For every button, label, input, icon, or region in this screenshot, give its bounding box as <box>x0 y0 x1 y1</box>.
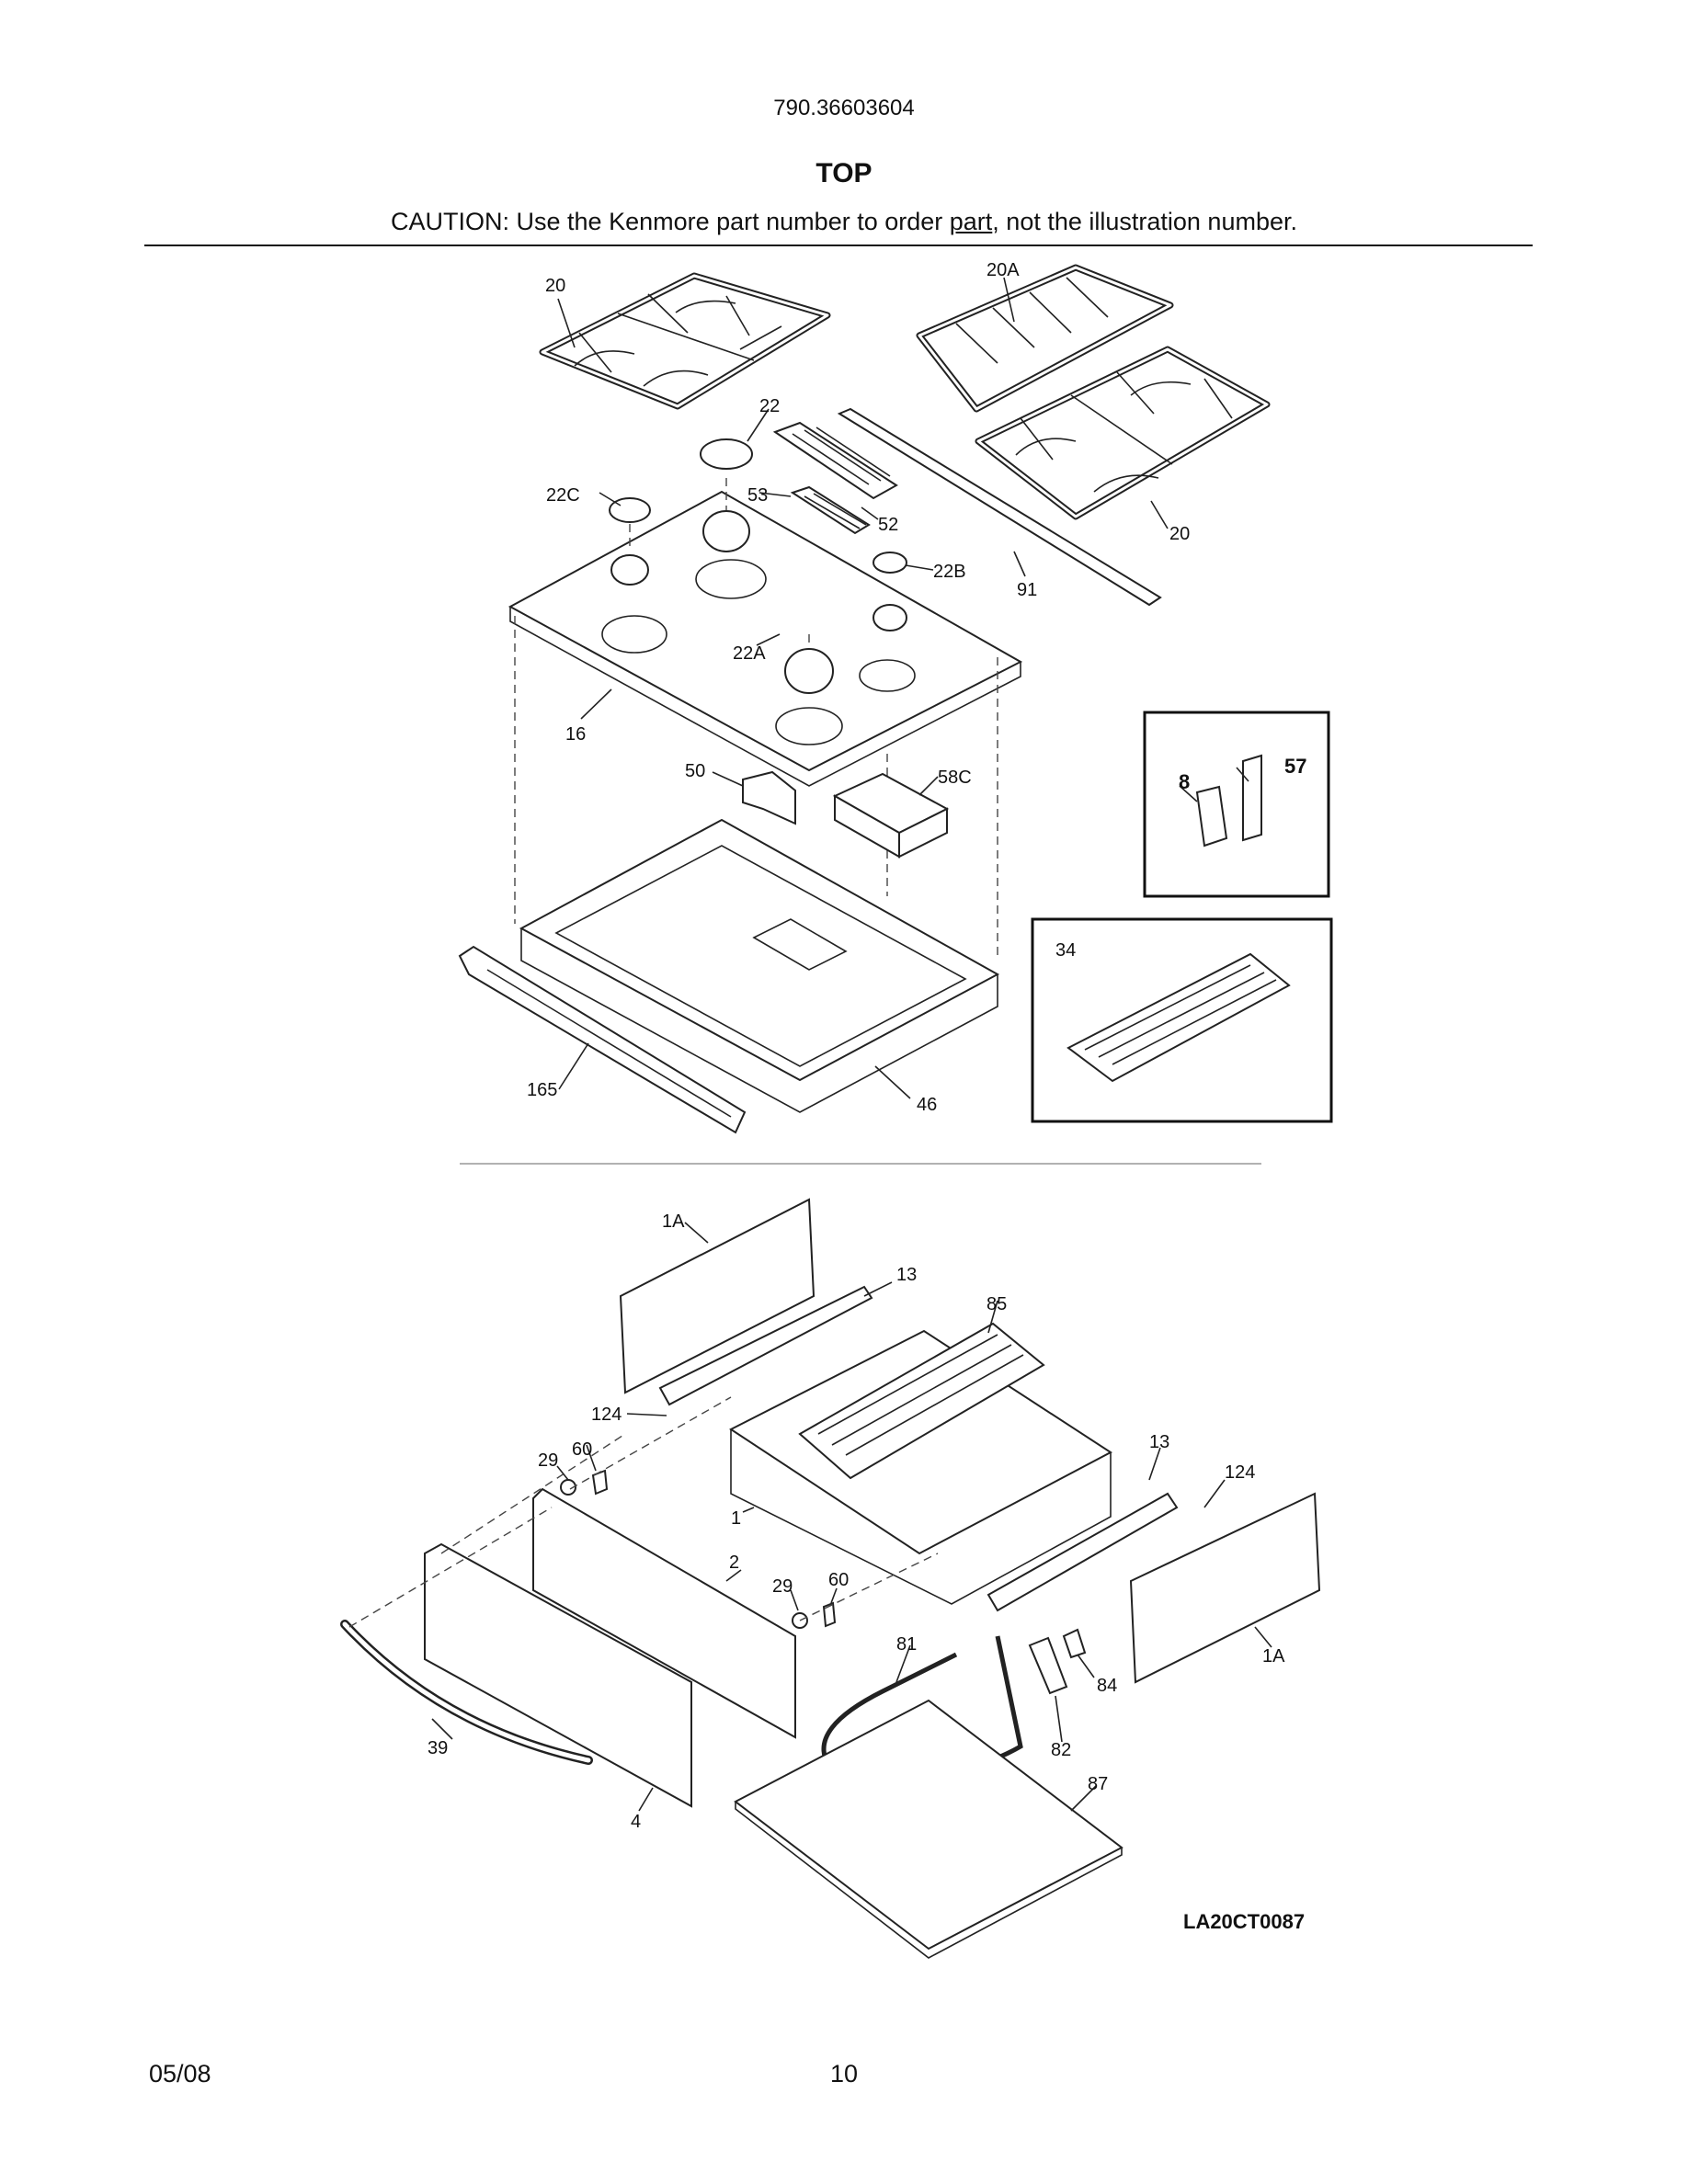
callout-1: 1 <box>731 1508 741 1529</box>
drawer-body-1 <box>729 1329 1112 1605</box>
drawing-code: LA20CT0087 <box>1183 1910 1305 1933</box>
callout-22c: 22C <box>546 485 580 506</box>
header-rule <box>144 245 1533 246</box>
inner-panel-2 <box>532 1487 796 1739</box>
griddle-grate-53 <box>790 485 871 535</box>
module-58c <box>832 772 950 859</box>
callout-13-left: 13 <box>896 1265 917 1285</box>
callout-2: 2 <box>729 1553 739 1573</box>
trim-91 <box>837 407 1162 607</box>
callout-39: 39 <box>428 1738 448 1758</box>
callout-53: 53 <box>747 485 768 506</box>
caution-text-start: CAUTION: Use the Kenmore part number to … <box>391 208 950 235</box>
callout-13-right: 13 <box>1149 1432 1169 1452</box>
switch-84 <box>1062 1628 1087 1659</box>
caution-note: CAUTION: Use the Kenmore part number to … <box>0 208 1688 236</box>
callout-87: 87 <box>1088 1774 1108 1794</box>
chassis-pan-46 <box>519 818 1000 1113</box>
callout-34: 34 <box>1055 940 1076 961</box>
pin-60-right <box>822 1601 837 1628</box>
revision-date: 05/08 <box>149 2060 211 2087</box>
valve-8 <box>1195 785 1228 847</box>
label-57 <box>1242 754 1262 842</box>
callout-91: 91 <box>1017 580 1037 600</box>
callout-50: 50 <box>685 761 705 781</box>
griddle-34 <box>1066 952 1291 1083</box>
grate-20a <box>916 264 1174 413</box>
slide-13-right <box>987 1492 1179 1612</box>
pin-60-left <box>591 1469 609 1496</box>
callout-4: 4 <box>631 1812 641 1832</box>
griddle-cover-52 <box>772 421 898 500</box>
callout-124-left: 124 <box>591 1405 622 1425</box>
callout-1a-left: 1A <box>662 1211 685 1232</box>
grate-20-right <box>975 346 1271 520</box>
callout-58c: 58C <box>938 768 972 788</box>
inset-box-valve <box>1143 711 1330 898</box>
callout-60-left: 60 <box>572 1439 592 1460</box>
bottom-panel-87 <box>734 1699 1123 1959</box>
callout-46: 46 <box>917 1095 937 1115</box>
bracket-82 <box>1028 1636 1068 1695</box>
callout-20-left: 20 <box>545 276 565 296</box>
caution-text-end: , not the illustration number. <box>992 208 1297 235</box>
section-title: TOP <box>815 158 873 188</box>
callout-22b: 22B <box>933 562 966 582</box>
callout-85: 85 <box>987 1294 1007 1314</box>
callout-84: 84 <box>1097 1676 1117 1696</box>
model-number: 790.36603604 <box>773 96 915 120</box>
callout-20-right: 20 <box>1169 524 1190 544</box>
bracket-50 <box>742 770 796 825</box>
callout-29-left: 29 <box>538 1450 558 1471</box>
grate-20-left <box>539 272 831 410</box>
rack-85 <box>798 1322 1045 1480</box>
caution-part-word: part <box>949 208 993 235</box>
side-rail-165 <box>458 945 747 1134</box>
page-number: 10 <box>829 2060 859 2087</box>
drawer-front-4 <box>424 1542 692 1808</box>
callout-165: 165 <box>527 1080 557 1100</box>
side-panel-1a-left <box>619 1198 815 1394</box>
callout-60-right: 60 <box>828 1570 849 1590</box>
cooktop-16 <box>508 490 1023 787</box>
callout-124-right: 124 <box>1225 1462 1255 1483</box>
burner-cap-22 <box>700 438 753 470</box>
slide-13-left <box>658 1285 873 1406</box>
callout-52: 52 <box>878 515 898 535</box>
burner-cap-22b <box>873 552 907 574</box>
callout-81: 81 <box>896 1634 917 1655</box>
callout-8: 8 <box>1179 770 1190 793</box>
callout-20a: 20A <box>987 260 1020 280</box>
callout-82: 82 <box>1051 1740 1071 1760</box>
callout-16: 16 <box>565 724 586 745</box>
callout-22: 22 <box>759 396 780 416</box>
callout-22a: 22A <box>733 643 766 664</box>
callout-29-right: 29 <box>772 1576 793 1597</box>
callout-57: 57 <box>1284 755 1306 778</box>
side-panel-1a-right <box>1129 1492 1321 1684</box>
callout-leaders <box>431 277 1272 1812</box>
callout-1a-right: 1A <box>1262 1646 1285 1666</box>
